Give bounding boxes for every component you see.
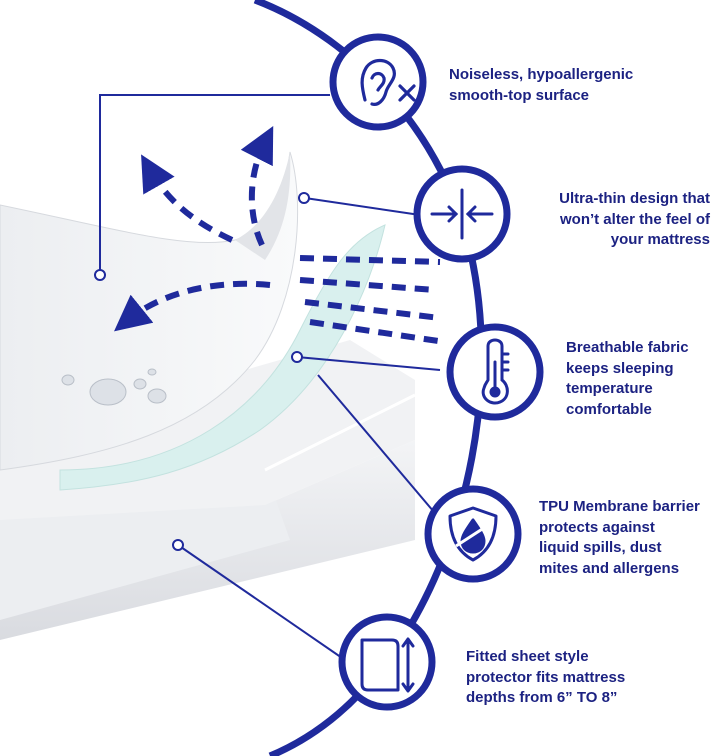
pointer-line-2 <box>304 197 421 216</box>
feature-1-text: Noiseless, hypoallergenic smooth-top sur… <box>449 66 634 104</box>
tpu-membrane-layer <box>59 224 386 491</box>
shield-drop-icon <box>448 506 498 562</box>
airflow-dash-row-1 <box>299 255 441 265</box>
thin-layer-arrows-icon <box>430 188 494 240</box>
airflow-arrows <box>114 125 446 345</box>
icon-badge-4 <box>424 485 522 583</box>
airflow-arrow-left <box>114 280 271 332</box>
icon-badge-2 <box>413 165 511 263</box>
pointer-line-5 <box>177 544 346 661</box>
feature-2-text: Ultra-thin design that won’t alter the f… <box>559 190 710 248</box>
icon-badge-5 <box>338 613 436 711</box>
thermometer-icon <box>481 338 510 405</box>
mattress-depth-icon <box>360 637 415 693</box>
airflow-arrow-up <box>240 125 274 247</box>
pointer-line-4 <box>317 374 446 526</box>
feature-4-text: TPU Membrane barrier protects against li… <box>539 498 700 577</box>
mattress-edge-highlight <box>264 393 416 472</box>
icon-badge-1 <box>329 33 427 131</box>
feature-3-text: Breathable fabric keeps sleeping tempera… <box>566 339 689 418</box>
pointer-line-1 <box>99 94 330 275</box>
icon-badge-3 <box>446 323 544 421</box>
feature-5-text: Fitted sheet style protector fits mattre… <box>466 648 626 706</box>
ear-noise-x-icon <box>360 58 416 106</box>
fabric-flap-curl <box>235 152 291 260</box>
airflow-arrow-up-left <box>141 154 234 243</box>
pointer-lines <box>99 94 446 661</box>
pointer-line-3 <box>296 356 441 371</box>
pointer-dots <box>94 192 310 551</box>
water-droplets <box>61 368 167 406</box>
